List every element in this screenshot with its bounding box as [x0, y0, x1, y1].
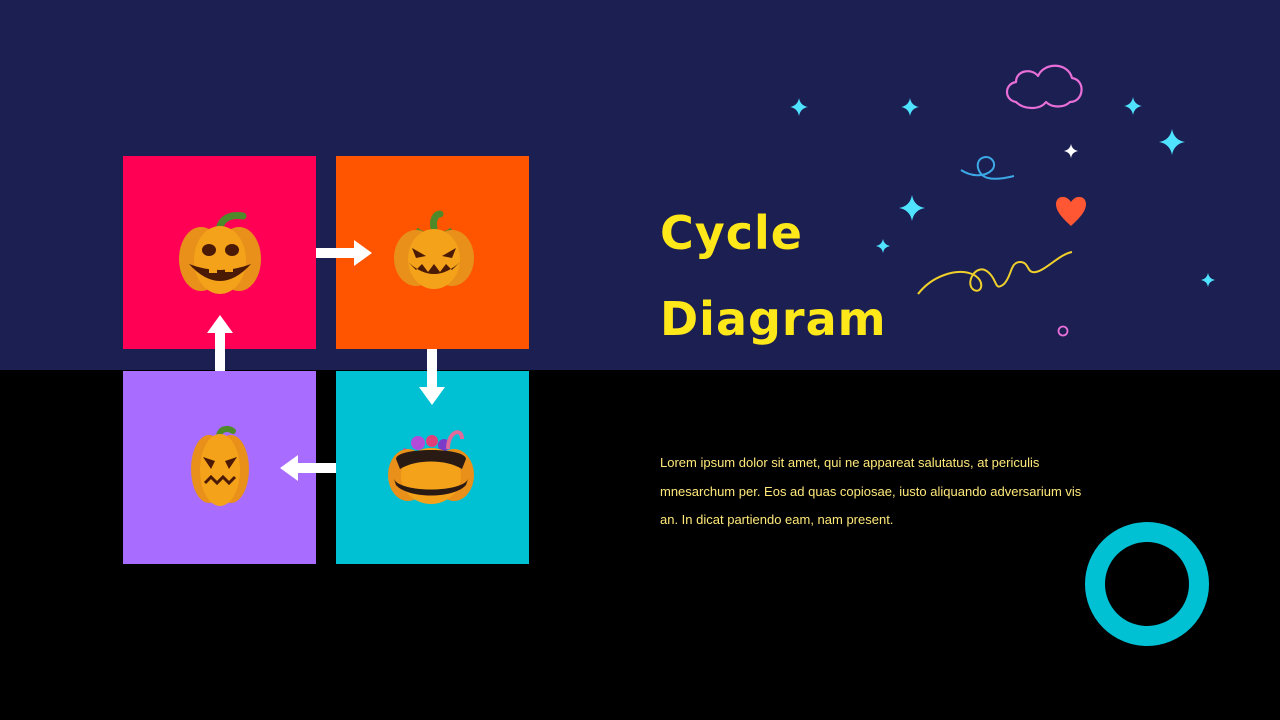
sparkle-icon: [1201, 273, 1215, 287]
squiggle-icon: [917, 251, 1073, 295]
arrow-up-icon: [207, 315, 233, 371]
slide-title: Cycle Diagram: [660, 190, 960, 362]
title-line-1: Cycle: [660, 206, 803, 260]
sparkle-icon: [790, 98, 808, 116]
body-paragraph: Lorem ipsum dolor sit amet, qui ne appar…: [660, 455, 1082, 527]
sparkle-icon: [1124, 97, 1142, 115]
arrow-right-icon: [316, 240, 372, 266]
heart-icon: [1056, 196, 1086, 226]
decorations: [790, 64, 1215, 337]
grinning-jack-o-lantern-icon: [394, 210, 474, 289]
smiling-jack-o-lantern-icon: [179, 212, 261, 294]
scared-jack-o-lantern-icon: [191, 426, 249, 506]
ring-icon: [1085, 522, 1209, 646]
arrow-left-icon: [280, 455, 336, 481]
sparkle-icon: [1064, 144, 1078, 158]
title-line-2: Diagram: [660, 292, 887, 346]
ring-icon: [1057, 325, 1069, 337]
sparkle-icon: [1159, 129, 1185, 155]
arrow-down-icon: [419, 349, 445, 405]
sparkle-icon: [901, 98, 919, 116]
cloud-icon: [1005, 64, 1083, 110]
squiggle-icon: [960, 156, 1015, 180]
candy-pumpkin-bucket-icon: [388, 430, 474, 504]
